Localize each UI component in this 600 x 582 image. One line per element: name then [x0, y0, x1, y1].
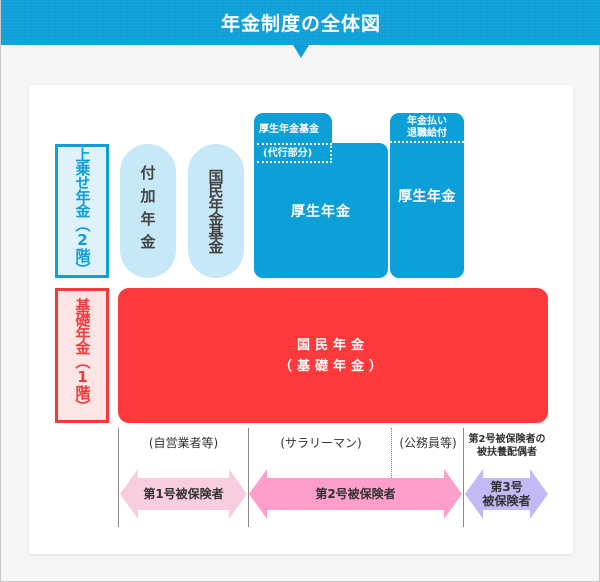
second-insured-label: 第2号被保険者 [315, 487, 396, 501]
nenkin-barai-label: 年金払い 退職給付 [390, 113, 464, 143]
divider-line [248, 428, 249, 527]
divider-line [118, 428, 119, 527]
page-title: 年金制度の全体図 [220, 13, 381, 35]
page-title-banner: 年金制度の全体図 [1, 0, 600, 45]
kokumin-nenkin-box: 国民年金 （基礎年金） [118, 288, 548, 423]
spouse-label-line2: 被扶養配偶者 [477, 447, 537, 458]
lower-tier-label: 基礎年金（1階） [55, 288, 109, 423]
salaryman-label: (サラリーマン) [280, 436, 362, 450]
kosei-nenkin-kikin-label: 厚生年金基金 [259, 124, 319, 135]
spouse-label-line1: 第2号被保険者の [468, 434, 546, 445]
upper-tier-label: 上乗せ年金（2階） [55, 144, 109, 278]
kosei-nenkin-civil-box: 厚生年金 [390, 113, 464, 278]
fuka-nenkin-pill: 付加年金 [120, 144, 176, 278]
civil-servant-label: (公務員等) [399, 436, 457, 450]
kosei-nenkin-box: 厚生年金 [254, 143, 388, 278]
third-insured-line2: 被保険者 [482, 494, 531, 508]
kokumin-nenkin-line2: （基礎年金） [278, 358, 387, 374]
kosei-nenkin-civil-label: 厚生年金 [398, 188, 456, 205]
dotted-divider-line [391, 428, 392, 478]
divider-line [463, 428, 464, 527]
spouse-label: 第2号被保険者の 被扶養配偶者 [464, 433, 550, 459]
kosei-nenkin-label: 厚生年金 [291, 203, 351, 220]
self-employed-label: (自営業者等) [148, 436, 219, 450]
daiko-bubun-label: (代行部分) [257, 143, 332, 163]
banner-pointer-icon [293, 45, 309, 58]
kokumin-nenkin-kikin-pill: 国民年金基金 [188, 144, 244, 278]
nenkin-barai-line1: 年金払い [407, 116, 447, 127]
kokumin-nenkin-line1: 国民年金 [296, 337, 369, 353]
nenkin-barai-line2: 退職給付 [407, 128, 447, 139]
first-insured-label: 第1号被保険者 [143, 487, 224, 501]
third-insured-line1: 第3号 [490, 480, 523, 494]
